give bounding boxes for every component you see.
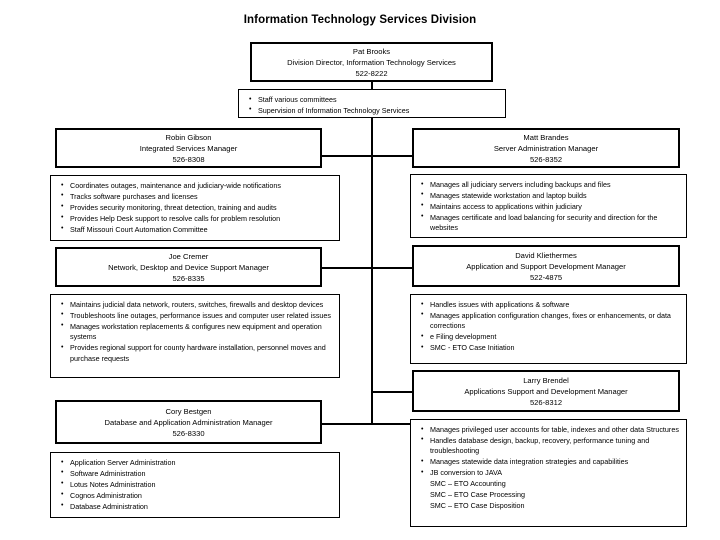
director-phone: 522-8222 [355,68,388,78]
list-item: Supervision of Information Technology Se… [247,105,499,116]
node-division-director[interactable]: Pat Brooks Division Director, Informatio… [250,42,493,82]
kliethermes-phone: 522-4875 [529,272,563,282]
connector-trunk-vertical [371,118,374,423]
gibson-duties-list: Coordinates outages, maintenance and jud… [59,180,333,235]
list-item: Cognos Administration [59,490,333,501]
list-item: Database Administration [59,501,333,512]
list-item: SMC – ETO Case Processing [430,489,525,499]
node-larry-brendel[interactable]: Larry Brendel Applications Support and D… [412,370,680,412]
list-item: Staff Missouri Court Automation Committe… [59,224,333,235]
list-item: Tracks software purchases and licenses [59,191,333,202]
list-item: Manages statewide workstation and laptop… [419,190,680,201]
node-joe-cremer[interactable]: Joe Cremer Network, Desktop and Device S… [55,247,322,287]
director-name: Pat Brooks [352,46,391,56]
list-item: Provides Help Desk support to resolve ca… [59,213,333,224]
list-item: Manages all judiciary servers including … [419,179,680,190]
kliethermes-role: Application and Support Development Mana… [466,261,626,271]
list-item: Manages application configuration change… [419,310,680,332]
bestgen-duties-list: Application Server Administration Softwa… [59,457,333,512]
bestgen-name: Cory Bestgen [165,406,212,416]
list-item: e Filing development [419,332,680,343]
list-item: Manages privileged user accounts for tab… [419,424,680,435]
node-bestgen-duties: Application Server Administration Softwa… [50,452,340,518]
list-item: Troubleshoots line outages, performance … [59,310,333,321]
list-item: Handles database design, backup, recover… [419,435,680,457]
node-robin-gibson[interactable]: Robin Gibson Integrated Services Manager… [55,128,322,168]
gibson-role: Integrated Services Manager [139,143,238,153]
gibson-name: Robin Gibson [165,132,212,142]
list-item: SMC – ETO Case Disposition [430,500,525,510]
node-gibson-duties: Coordinates outages, maintenance and jud… [50,175,340,241]
list-item: Maintains access to applications within … [419,201,680,212]
brandes-duties-list: Manages all judiciary servers including … [419,179,680,234]
list-item: SMC - ETO Case Initiation [419,343,680,354]
cremer-duties-list: Maintains judicial data network, routers… [59,299,333,364]
brandes-name: Matt Brandes [523,132,569,142]
list-item: Staff various committees [247,94,499,105]
list-item: Software Administration [59,468,333,479]
brandes-role: Server Administration Manager [493,143,599,153]
list-item: Provides regional support for county har… [59,343,333,364]
bestgen-phone: 526-8330 [172,428,205,438]
node-kliethermes-duties: Handles issues with applications & softw… [410,294,687,364]
page-title: Information Technology Services Division [243,14,477,26]
connector-branch-row3 [322,423,414,426]
node-matt-brandes[interactable]: Matt Brandes Server Administration Manag… [412,128,680,168]
gibson-phone: 526-8308 [172,154,205,164]
brandes-phone: 526-8352 [529,154,563,164]
list-item: Manages statewide data integration strat… [419,457,680,468]
list-item: Maintains judicial data network, routers… [59,299,333,310]
director-duties-list: Staff various committees Supervision of … [247,94,499,116]
list-item: Provides security monitoring, threat det… [59,202,333,213]
list-item: JB conversion to JAVA [419,468,680,479]
kliethermes-name: David Kliethermes [515,250,577,260]
cremer-name: Joe Cremer [168,251,209,261]
list-item: Manages certificate and load balancing f… [419,212,680,234]
cremer-role: Network, Desktop and Device Support Mana… [108,262,269,272]
bestgen-role: Database and Application Administration … [104,417,273,427]
kliethermes-duties-list: Handles issues with applications & softw… [419,299,680,354]
list-item: Coordinates outages, maintenance and jud… [59,180,333,191]
list-item: SMC – ETO Accounting [430,479,506,489]
connector-branch-brendel [371,391,414,394]
node-brandes-duties: Manages all judiciary servers including … [410,174,687,238]
brendel-name: Larry Brendel [523,375,569,385]
connector-branch-row1 [322,155,414,158]
director-role: Division Director, Information Technolog… [287,57,456,67]
node-cory-bestgen[interactable]: Cory Bestgen Database and Application Ad… [55,400,322,444]
node-cremer-duties: Maintains judicial data network, routers… [50,294,340,378]
list-item: Handles issues with applications & softw… [419,299,680,310]
list-item: Manages workstation replacements & confi… [59,321,333,343]
brendel-phone: 526-8312 [529,397,563,407]
brendel-role: Applications Support and Development Man… [464,386,628,396]
brendel-duties-list: Manages privileged user accounts for tab… [419,424,680,511]
node-brendel-duties: Manages privileged user accounts for tab… [410,419,687,527]
list-item: Lotus Notes Administration [59,479,333,490]
node-david-kliethermes[interactable]: David Kliethermes Application and Suppor… [412,245,680,287]
cremer-phone: 526-8335 [172,273,205,283]
node-director-duties: Staff various committees Supervision of … [238,89,506,118]
connector-branch-row2 [322,267,414,270]
list-item: Application Server Administration [59,457,333,468]
